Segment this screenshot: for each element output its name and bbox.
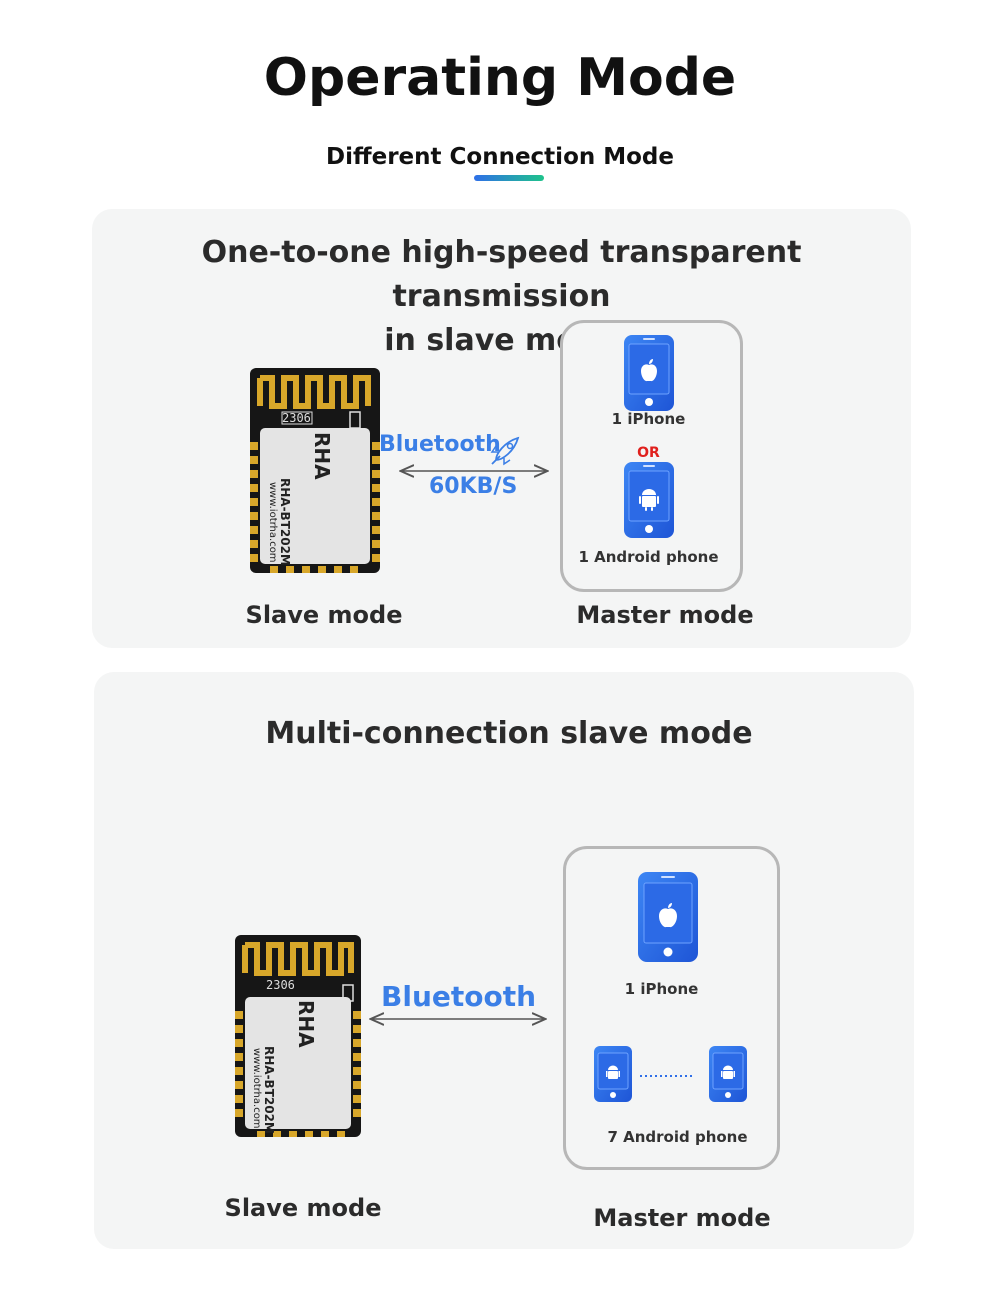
- module-model-text: RHA-BT202M: [278, 478, 292, 566]
- rocket-icon: [490, 436, 520, 466]
- section2-bluetooth-label: Bluetooth: [381, 980, 537, 1013]
- module-code-text: 2306: [282, 411, 311, 425]
- android-logo-icon: [606, 1065, 620, 1079]
- bidirectional-arrow: [398, 465, 550, 477]
- android-phone-icon-last: [709, 1046, 747, 1102]
- section1-title-line1: One-to-one high-speed transparent transm…: [201, 235, 802, 314]
- subtitle-underline: [474, 175, 544, 181]
- section2-master-mode-label: Master mode: [593, 1204, 771, 1232]
- ellipsis-dots: [640, 1075, 692, 1077]
- module-website-text-2: www.iotrha.com: [251, 1048, 262, 1129]
- android-label: 1 Android phone: [578, 548, 719, 566]
- section1-bluetooth-label: Bluetooth: [379, 432, 501, 457]
- section1-master-mode-label: Master mode: [576, 601, 754, 629]
- android-logo-icon: [721, 1065, 735, 1079]
- page-subtitle: Different Connection Mode: [326, 144, 674, 170]
- android-label-2: 7 Android phone: [607, 1128, 748, 1146]
- page-title: Operating Mode: [263, 48, 737, 108]
- module-website-text: www.iotrha.com: [267, 482, 278, 563]
- module-code-text-2: 2306: [266, 978, 295, 992]
- module-brand-logo: RHA: [310, 432, 334, 480]
- iphone-label-2: 1 iPhone: [624, 980, 699, 998]
- iphone-icon: [624, 335, 674, 411]
- section1-speed-label: 60KB/S: [429, 474, 518, 499]
- iphone-label: 1 iPhone: [611, 410, 686, 428]
- panel-multi-connection: [94, 672, 914, 1249]
- module-model-text-2: RHA-BT202M: [262, 1046, 276, 1134]
- bidirectional-arrow-2: [368, 1013, 548, 1025]
- bluetooth-module-image-2: [235, 935, 361, 1137]
- android-phone-icon: [624, 462, 674, 538]
- apple-logo-icon: [641, 359, 657, 382]
- iphone-icon-2: [638, 872, 698, 962]
- android-logo-icon: [639, 489, 659, 511]
- panel-one-to-one: [92, 209, 911, 648]
- android-phone-icon-first: [594, 1046, 632, 1102]
- section1-slave-mode-label: Slave mode: [245, 601, 403, 629]
- module-brand-logo-2: RHA: [294, 1000, 318, 1048]
- bluetooth-module-image: [250, 368, 380, 573]
- apple-logo-icon: [659, 903, 677, 928]
- or-label: OR: [637, 445, 660, 461]
- section1-title: One-to-one high-speed transparent transm…: [92, 231, 911, 363]
- section2-slave-mode-label: Slave mode: [224, 1194, 382, 1222]
- section1-title-line2: in slave mode: [384, 323, 619, 358]
- section2-title: Multi-connection slave mode: [265, 716, 753, 751]
